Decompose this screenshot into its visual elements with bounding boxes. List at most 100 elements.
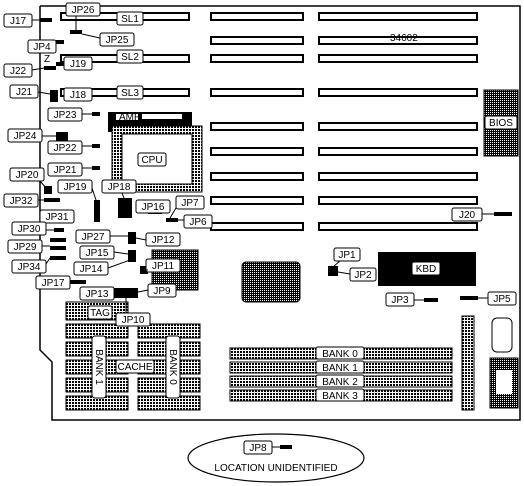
slot-row-8 <box>210 196 478 205</box>
label-j19: J19 <box>63 56 93 71</box>
slot-row-2 <box>210 36 478 45</box>
label-jp25: JP25 <box>81 32 135 47</box>
label-jp5: JP5 <box>478 291 517 306</box>
svg-text:JP18: JP18 <box>108 182 131 193</box>
svg-text:JP21: JP21 <box>54 165 77 176</box>
svg-text:J17: J17 <box>10 16 27 27</box>
svg-text:BANK 1: BANK 1 <box>93 349 104 385</box>
label-jp27: JP27 <box>75 229 128 244</box>
label-jp13: JP13 <box>79 286 115 301</box>
svg-text:SL3: SL3 <box>121 88 139 99</box>
svg-text:TAG: TAG <box>90 308 110 319</box>
rear-io-connectors <box>461 315 519 411</box>
svg-text:JP30: JP30 <box>18 224 41 235</box>
svg-text:BANK 0: BANK 0 <box>322 349 358 360</box>
svg-text:JP34: JP34 <box>18 262 41 273</box>
svg-text:BANK 3: BANK 3 <box>322 391 358 402</box>
label-jp23: JP23 <box>47 107 92 122</box>
memory-banks: BANK 0 BANK 1 BANK 2 BANK 3 <box>229 346 453 402</box>
slot-row-9 <box>210 222 478 231</box>
svg-text:BANK 0: BANK 0 <box>167 349 178 385</box>
svg-text:JP25: JP25 <box>106 35 129 46</box>
misc-mark: Z <box>44 54 50 65</box>
svg-text:J19: J19 <box>70 59 87 70</box>
svg-text:SL1: SL1 <box>121 14 139 25</box>
svg-text:JP12: JP12 <box>152 235 175 246</box>
label-jp9: JP9 <box>137 283 177 298</box>
label-jp34: JP34 <box>11 257 51 274</box>
label-jp10: JP10 <box>115 298 151 327</box>
label-jp1: JP1 <box>333 247 361 267</box>
svg-text:JP15: JP15 <box>86 248 109 259</box>
svg-text:JP2: JP2 <box>354 270 372 281</box>
label-jp15: JP15 <box>79 245 129 260</box>
label-j22: J22 <box>3 63 45 78</box>
svg-text:JP31: JP31 <box>46 212 69 223</box>
svg-text:JP14: JP14 <box>80 264 103 275</box>
svg-text:J21: J21 <box>16 87 33 98</box>
label-jp4: JP4 <box>27 39 57 54</box>
label-jp11: JP11 <box>144 258 181 273</box>
svg-text:JP13: JP13 <box>86 289 109 300</box>
label-jp18: JP18 <box>101 179 137 199</box>
svg-text:BIOS: BIOS <box>489 118 513 129</box>
label-j21: J21 <box>9 84 51 99</box>
label-j18: J18 <box>63 87 93 102</box>
label-jp14: JP14 <box>73 259 131 276</box>
cache-bank-0-label: BANK 0 <box>165 335 181 399</box>
svg-text:JP6: JP6 <box>189 217 207 228</box>
label-jp29: JP29 <box>7 239 50 254</box>
svg-text:KBD: KBD <box>416 264 437 275</box>
label-jp31: JP31 <box>39 209 75 224</box>
svg-text:CACHE: CACHE <box>117 362 152 373</box>
svg-text:JP10: JP10 <box>122 315 145 326</box>
slot-label-sl1: SL1 <box>116 11 144 26</box>
slot-label-sl2: SL2 <box>116 49 144 64</box>
label-jp16: JP16 <box>135 199 171 214</box>
svg-text:BANK 1: BANK 1 <box>322 363 358 374</box>
label-jp22: JP22 <box>47 140 92 155</box>
slot-label-sl3: SL3 <box>116 85 144 100</box>
label-j17: J17 <box>3 13 40 28</box>
svg-text:JP23: JP23 <box>54 110 77 121</box>
svg-text:JP20: JP20 <box>16 170 39 181</box>
location-unidentified-callout: JP8 LOCATION UNIDENTIFIED <box>187 433 365 483</box>
label-jp32: JP32 <box>3 193 44 208</box>
svg-text:JP22: JP22 <box>54 143 77 154</box>
svg-text:JP9: JP9 <box>153 286 171 297</box>
svg-text:JP7: JP7 <box>181 198 199 209</box>
svg-text:SL2: SL2 <box>121 52 139 63</box>
label-jp6: JP6 <box>178 214 213 229</box>
label-jp19: JP19 <box>57 179 97 201</box>
label-jp17: JP17 <box>35 275 71 290</box>
svg-text:JP11: JP11 <box>152 261 174 272</box>
board-outline <box>39 5 521 421</box>
jumper-labels: J17 JP26 JP4 JP25 J22 J19 J21 J18 JP23 J… <box>3 2 517 327</box>
slot-row-5 <box>210 122 478 131</box>
svg-text:JP24: JP24 <box>14 131 37 142</box>
svg-text:JP32: JP32 <box>10 196 33 207</box>
slot-row-6 <box>210 147 478 156</box>
svg-text:J18: J18 <box>70 90 87 101</box>
svg-text:JP19: JP19 <box>64 182 87 193</box>
slot-row-7 <box>210 172 478 181</box>
svg-text:JP1: JP1 <box>338 250 356 261</box>
part-number: 34602 <box>390 33 418 44</box>
svg-text:JP16: JP16 <box>142 202 165 213</box>
svg-text:J22: J22 <box>10 66 27 77</box>
svg-text:CPU: CPU <box>141 155 162 166</box>
label-jp26: JP26 <box>65 2 101 30</box>
label-jp12: JP12 <box>135 232 181 247</box>
label-jp24: JP24 <box>7 128 56 143</box>
label-jp20: JP20 <box>9 167 47 189</box>
svg-text:JP5: JP5 <box>493 294 511 305</box>
label-jp7: JP7 <box>169 195 205 219</box>
label-j20: J20 <box>451 207 494 222</box>
bios-chip: BIOS <box>483 89 519 157</box>
label-jp3: JP3 <box>385 292 424 307</box>
cache-bank-1-label: BANK 1 <box>91 335 107 399</box>
svg-text:JP27: JP27 <box>82 232 105 243</box>
tag-sram: TAG <box>65 301 129 321</box>
unidentified-label: LOCATION UNIDENTIFIED <box>214 463 337 474</box>
